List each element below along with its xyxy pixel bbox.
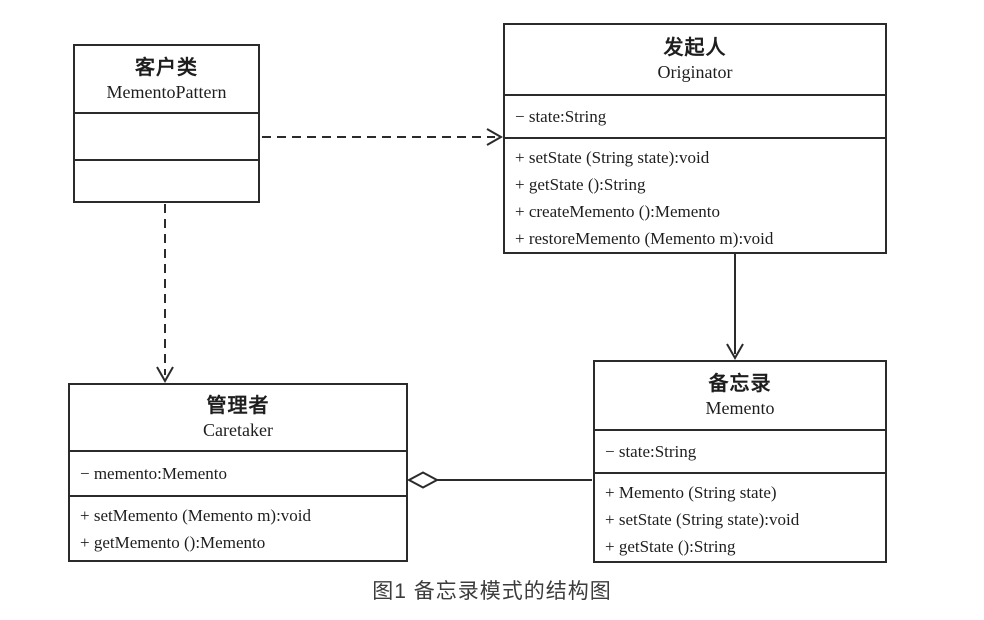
caretaker-name-cn: 管理者 xyxy=(206,395,270,417)
caretaker-attributes-compartment: − memento:Memento xyxy=(70,450,406,495)
class-box-memento: 备忘录 Memento − state:String + Memento (St… xyxy=(593,360,887,563)
figure-caption: 图1 备忘录模式的结构图 xyxy=(372,580,612,603)
attribute-line: − state:String xyxy=(515,106,607,126)
method-line: + Memento (String state) xyxy=(605,483,777,502)
aggregation-diamond-caretaker xyxy=(406,471,440,489)
client-methods-compartment xyxy=(75,159,258,201)
method-line: + setState (String state):void xyxy=(605,510,800,529)
arrowhead-client-caretaker xyxy=(156,366,174,384)
memento-methods-compartment: + Memento (String state) + setState (Str… xyxy=(595,472,885,561)
originator-name-en: Originator xyxy=(657,62,733,82)
memento-attributes-compartment: − state:String xyxy=(595,429,885,472)
method-line: + createMemento ():Memento xyxy=(515,202,721,221)
caretaker-methods-compartment: + setMemento (Memento m):void + getMemen… xyxy=(70,495,406,560)
arrowhead-client-originator xyxy=(486,128,504,146)
memento-name-cn: 备忘录 xyxy=(708,373,772,395)
originator-methods-compartment: + setState (String state):void + getStat… xyxy=(505,137,885,252)
method-line: + getMemento ():Memento xyxy=(80,533,266,552)
method-line: + restoreMemento (Memento m):void xyxy=(515,229,774,248)
method-line: + getState ():String xyxy=(605,537,736,556)
caretaker-name-en: Caretaker xyxy=(203,420,273,440)
client-name-cn: 客户类 xyxy=(135,56,198,79)
class-box-originator: 发起人 Originator − state:String + setState… xyxy=(503,23,887,254)
originator-attributes-compartment: − state:String xyxy=(505,94,885,137)
method-line: + setState (String state):void xyxy=(515,148,710,167)
memento-name-en: Memento xyxy=(705,398,775,418)
originator-name-cn: 发起人 xyxy=(663,37,727,59)
memento-title-compartment: 备忘录 Memento xyxy=(595,362,885,429)
arrowhead-originator-memento xyxy=(726,343,744,361)
client-title-compartment: 客户类 MementoPattern xyxy=(75,46,258,112)
originator-title-compartment: 发起人 Originator xyxy=(505,25,885,94)
attribute-line: − state:String xyxy=(605,441,697,461)
method-line: + getState ():String xyxy=(515,175,646,194)
class-box-client: 客户类 MementoPattern xyxy=(73,44,260,203)
caretaker-title-compartment: 管理者 Caretaker xyxy=(70,385,406,450)
attribute-line: − memento:Memento xyxy=(80,463,227,483)
client-name-en: MementoPattern xyxy=(106,81,227,102)
method-line: + setMemento (Memento m):void xyxy=(80,506,312,525)
class-box-caretaker: 管理者 Caretaker − memento:Memento + setMem… xyxy=(68,383,408,562)
client-attributes-compartment xyxy=(75,112,258,159)
